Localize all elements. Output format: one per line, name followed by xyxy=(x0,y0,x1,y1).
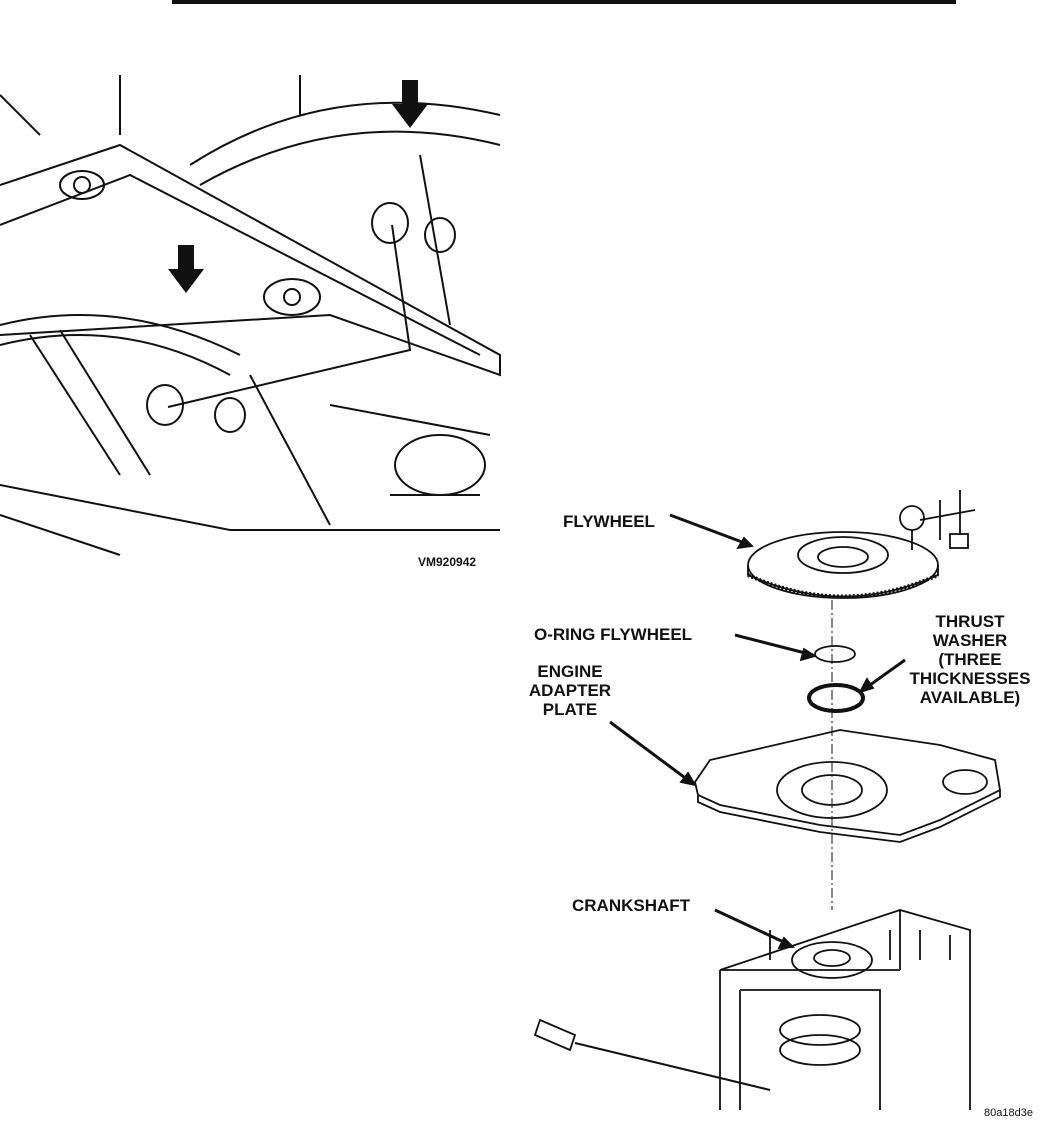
down-arrow-icon xyxy=(168,245,204,293)
label-thrust-washer: THRUST WASHER (THREE THICKNESSES AVAILAB… xyxy=(895,612,1045,707)
flywheel-assembly-illustration xyxy=(533,490,1001,1110)
header-rule xyxy=(172,0,956,4)
label-line: WASHER xyxy=(932,631,1008,650)
label-flywheel: FLYWHEEL xyxy=(563,512,655,531)
down-arrow-icon xyxy=(392,80,428,128)
label-crankshaft: CRANKSHAFT xyxy=(572,896,691,915)
engine-block-illustration xyxy=(0,75,501,556)
label-line: ENGINE xyxy=(537,662,603,681)
figure-engine-block: VM920942 xyxy=(0,75,506,575)
figure-flywheel-exploded: FLYWHEEL O-RING FLYWHEEL THRUST WASHER (… xyxy=(520,490,1046,1127)
label-o-ring-flywheel: O-RING FLYWHEEL xyxy=(534,625,693,644)
label-line: ADAPTER xyxy=(528,681,612,700)
label-line: PLATE xyxy=(542,700,598,719)
label-line: AVAILABLE) xyxy=(919,688,1021,707)
label-engine-adapter-plate: ENGINE ADAPTER PLATE xyxy=(515,662,625,719)
label-line: THICKNESSES xyxy=(909,669,1031,688)
label-line: THRUST xyxy=(935,612,1005,631)
figure-code: 80a18d3e xyxy=(984,1107,1033,1119)
label-line: (THREE xyxy=(938,650,1002,669)
figure-code: VM920942 xyxy=(418,555,477,569)
